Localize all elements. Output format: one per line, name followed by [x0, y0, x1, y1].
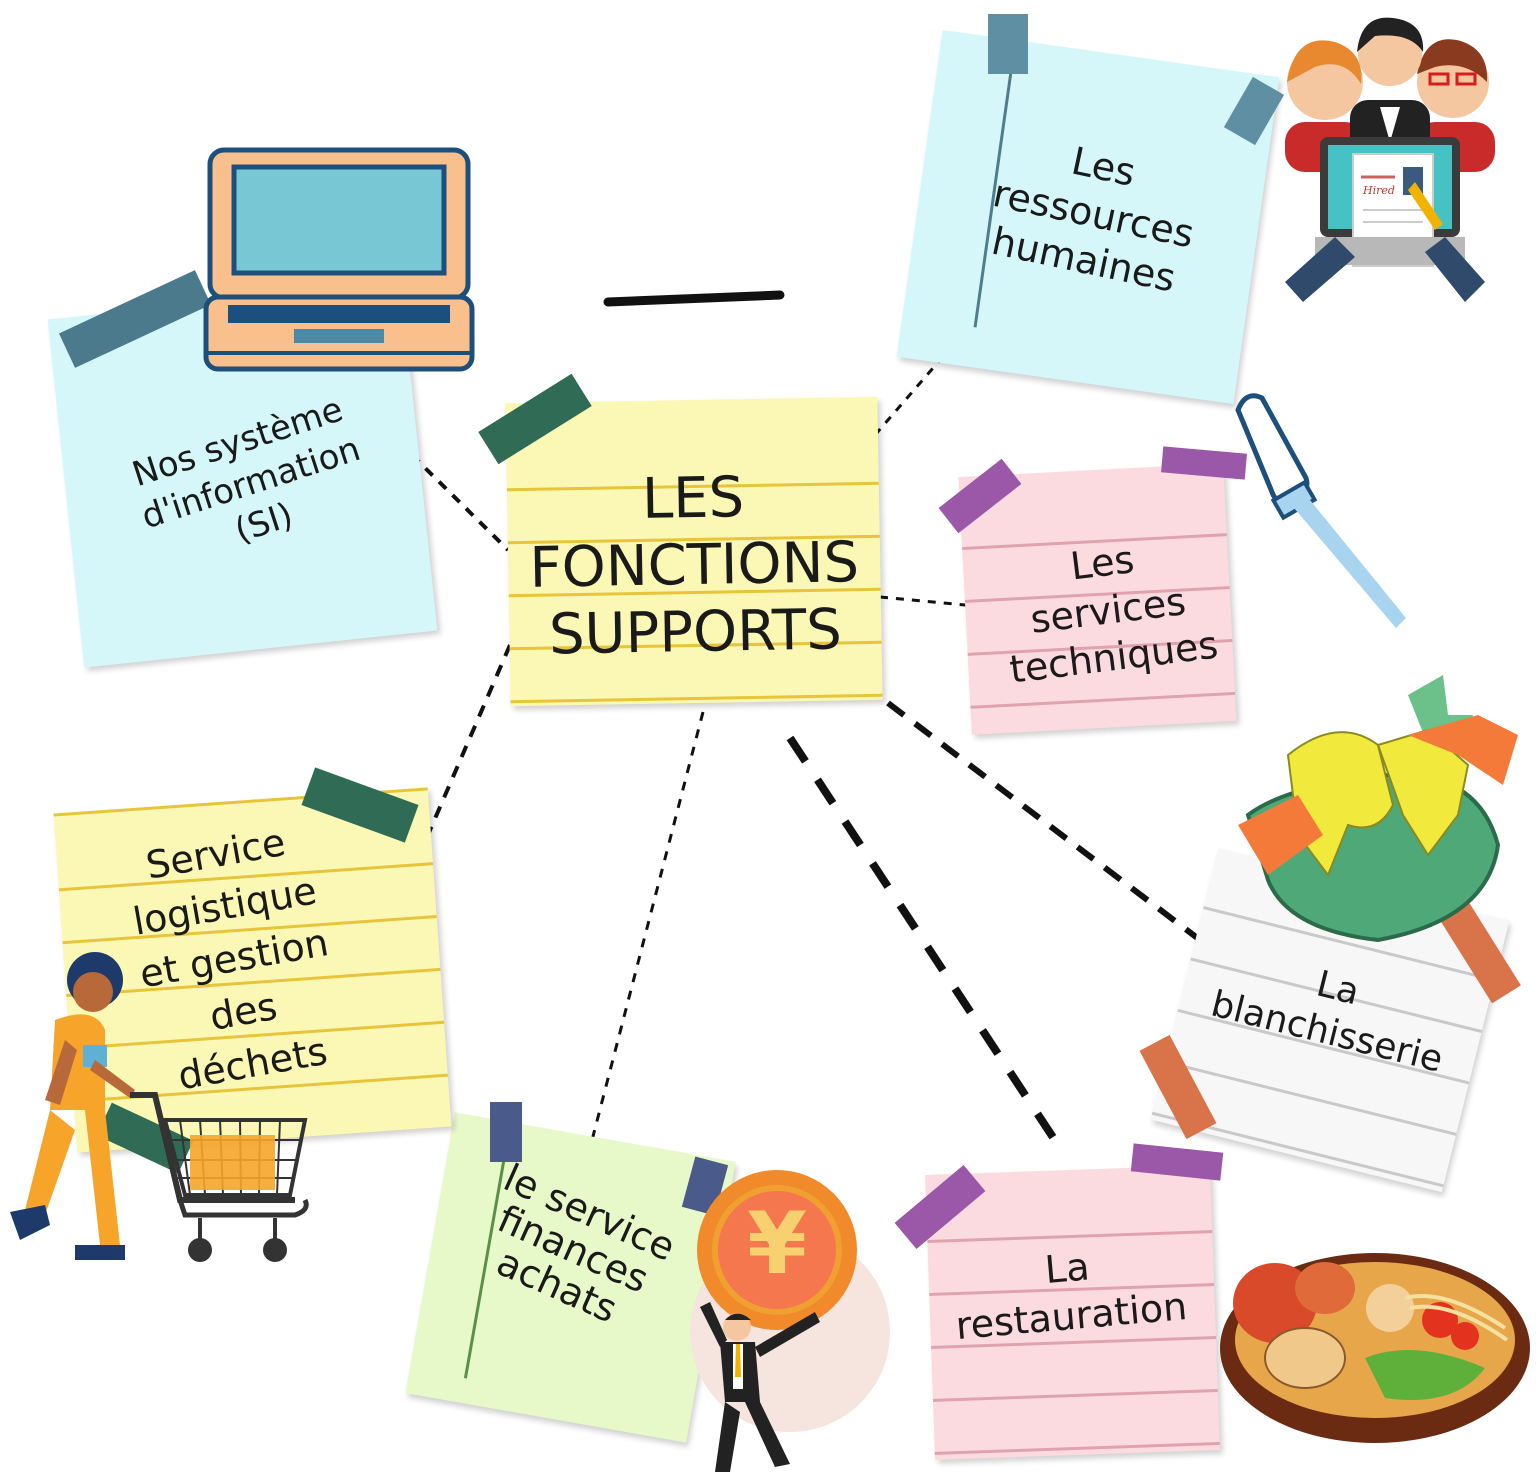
- connector-blanchisserie: [886, 700, 1202, 943]
- note-techniques: Les services techniques: [958, 463, 1237, 735]
- note-center: LES FONCTIONS SUPPORTS: [505, 396, 883, 707]
- resume-word: Hired: [1362, 184, 1395, 197]
- coin-backdrop-icon: [690, 1170, 890, 1472]
- note-techniques-text: Les services techniques: [958, 523, 1258, 699]
- shopping-cart-person-icon: [10, 952, 309, 1262]
- note-restauration-text: La restauration: [921, 1233, 1218, 1353]
- center-title-line-3: SUPPORTS: [548, 597, 843, 668]
- food-bowl-icon: [1220, 1253, 1530, 1443]
- center-title-line-2: FONCTIONS: [528, 530, 860, 602]
- connector-restauration: [786, 735, 1064, 1151]
- coin-symbol: ¥: [747, 1194, 807, 1294]
- coin-businessman-illustration: ¥: [665, 1170, 895, 1475]
- stroke-mark: [603, 290, 785, 307]
- note-rh: Les ressources humaines: [896, 29, 1280, 405]
- laundry-basket-icon: [1238, 675, 1518, 943]
- team-recruitment-icon: Hired: [1285, 17, 1495, 302]
- note-blanchisserie-text: La blanchisserie: [1176, 930, 1489, 1090]
- center-title: LES FONCTIONS SUPPORTS: [507, 462, 882, 670]
- connector-finances: [588, 711, 705, 1149]
- connector-rh: [873, 359, 942, 436]
- connector-si: [410, 453, 510, 552]
- note-si-text: Nos système d'information (SI): [74, 371, 427, 594]
- screwdriver-icon: [1235, 393, 1406, 628]
- note-rh-text: Les ressources humaines: [947, 116, 1241, 312]
- center-title-line-1: LES: [641, 465, 745, 532]
- connector-techniques: [879, 595, 976, 608]
- note-restauration: La restauration: [925, 1165, 1220, 1460]
- tape-finances-left: [490, 1102, 522, 1162]
- tape-rh-left: [988, 14, 1028, 74]
- laptop-icon: [203, 147, 475, 372]
